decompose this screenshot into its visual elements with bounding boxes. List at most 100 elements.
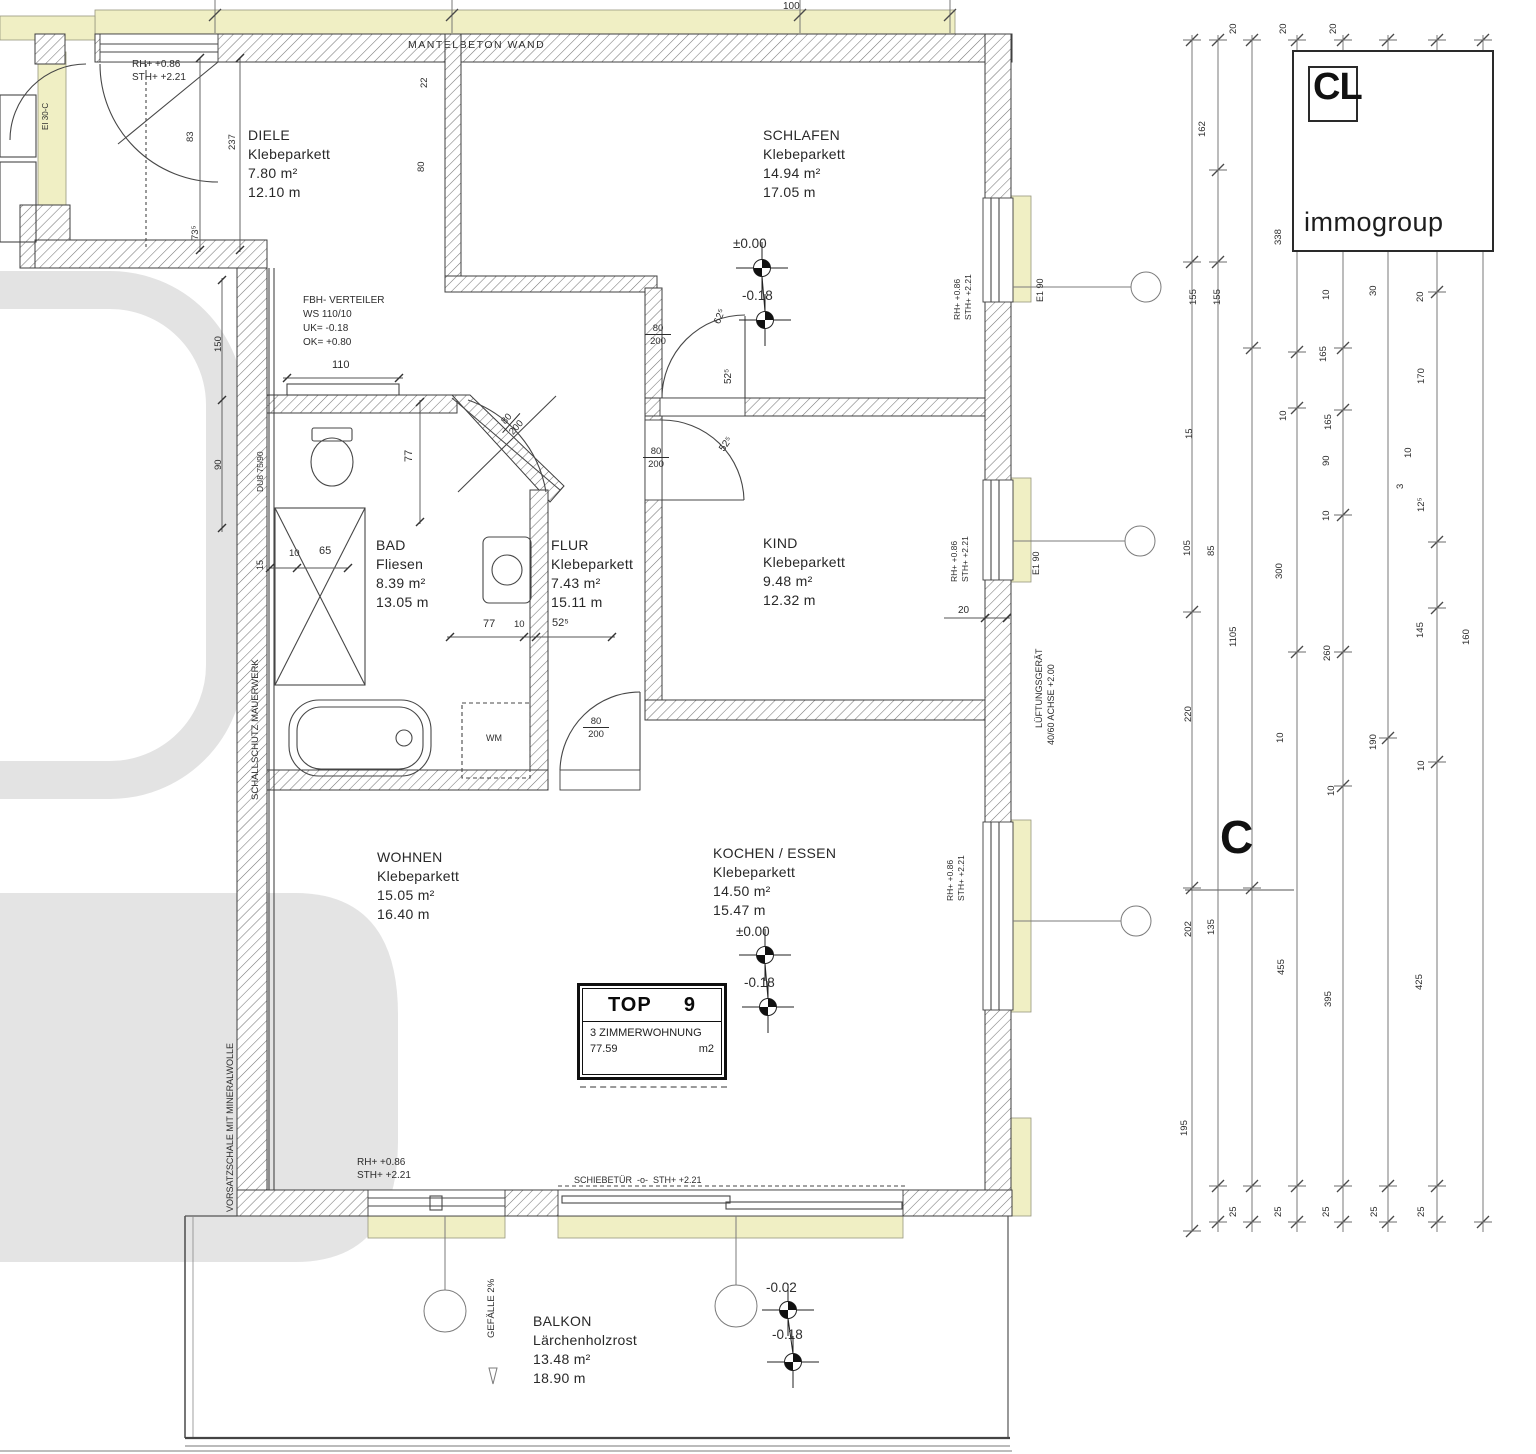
dim-label: 150	[213, 336, 224, 352]
dim-label: 90	[213, 459, 224, 470]
dim-label: 25	[1228, 1206, 1239, 1217]
slope-note: GEFÄLLE 2%	[486, 1278, 497, 1338]
window-note: STH+ +2.21	[963, 274, 973, 320]
dim-label: 170	[1416, 368, 1427, 384]
dim-label: 100	[783, 1, 800, 12]
dim-label: 77	[483, 618, 496, 630]
room-label-diele: DIELE Klebeparkett 7.80 m² 12.10 m	[248, 127, 331, 200]
dim-label: 10	[1321, 289, 1332, 300]
door-note: RH+ +0.86	[132, 59, 181, 70]
dim-label: 77	[403, 449, 415, 462]
window-note: STH+ +2.21	[960, 536, 970, 582]
dim-label: 145	[1415, 622, 1426, 638]
dim-label: 52⁵	[723, 368, 734, 384]
level-markers	[735, 241, 820, 1389]
level-mark: -0.02	[766, 1280, 797, 1295]
dim-label: 10	[514, 619, 525, 630]
wall-note-mantelbeton: MANTELBETON WAND	[408, 39, 546, 51]
dim-label: 10	[1416, 760, 1427, 771]
dim-label: E1 90	[1035, 278, 1045, 302]
dim-label: 455	[1276, 959, 1287, 975]
window-note: RH+ +0.86	[952, 278, 962, 320]
dim-label: 20	[1415, 291, 1426, 302]
dim-label: 202	[1183, 921, 1194, 937]
dim-label: 20	[1328, 23, 1339, 34]
sliding-door-note: SCHIEBETÜR -o- STH+ +2.21	[574, 1175, 702, 1185]
dim-label: 90	[1321, 455, 1332, 466]
window-frames	[100, 43, 1000, 1211]
fbh-note: FBH- VERTEILER	[303, 295, 385, 306]
shower-note: DU8 75/90	[255, 451, 265, 492]
wall-note: SCHALLSCHUTZ MAUERWERK	[250, 659, 261, 800]
dim-label: 25	[1416, 1206, 1427, 1217]
logo-mark-box	[1308, 66, 1358, 122]
dim-label: 395	[1323, 991, 1334, 1007]
level-mark: -0.18	[742, 288, 773, 303]
unit-title: TOP 9	[583, 989, 721, 1022]
vent-note: 40/60 ACHSE +2.00	[1046, 664, 1056, 745]
dim-label: 52⁵	[552, 617, 569, 629]
dim-label: 15	[255, 559, 265, 570]
dim-label: 25	[1321, 1206, 1332, 1217]
dim-label: 22	[419, 77, 430, 88]
dim-label: 25	[1369, 1206, 1380, 1217]
leader-circles	[423, 271, 1162, 1385]
dimension-lines	[195, 53, 1294, 891]
dim-label: 10	[1403, 447, 1414, 458]
dim-label: 220	[1183, 706, 1194, 722]
bathroom-fixtures	[0, 94, 532, 779]
level-mark: -0.18	[772, 1327, 803, 1342]
dim-label: 195	[1179, 1120, 1190, 1136]
fbh-note: UK= -0.18	[303, 323, 349, 334]
dim-label: 10	[1326, 785, 1337, 796]
dim-label: 10	[1275, 732, 1286, 743]
dim-label: 260	[1322, 645, 1333, 661]
window-note: RH+ +0.86	[945, 859, 955, 901]
dim-label: 15	[1184, 428, 1195, 439]
room-label-bad: BAD Fliesen 8.39 m² 13.05 m	[376, 537, 429, 610]
fbh-note: OK= +0.80	[303, 337, 352, 348]
room-label-kind: KIND Klebeparkett 9.48 m² 12.32 m	[763, 535, 846, 608]
unit-type: 3 ZIMMERWOHNUNG	[590, 1027, 702, 1039]
room-label-flur: FLUR Klebeparkett 7.43 m² 15.11 m	[551, 537, 634, 610]
dim-label: 425	[1414, 974, 1425, 990]
door-note: RH+ +0.86	[357, 1157, 406, 1168]
unit-area-unit: m2	[698, 1043, 714, 1055]
room-label-schlafen: SCHLAFEN Klebeparkett 14.94 m² 17.05 m	[763, 127, 846, 200]
door-note: STH+ +2.21	[132, 72, 186, 83]
balcony-outline	[0, 1215, 1012, 1452]
watermark-shapes	[0, 271, 398, 1262]
dim-label: 80	[416, 161, 427, 172]
dim-label: 65	[319, 545, 332, 557]
dim-label: 10	[289, 548, 300, 559]
door-swings	[9, 61, 746, 771]
dim-label: E1 90	[1031, 551, 1041, 575]
unit-area-value: 77.59	[590, 1043, 618, 1055]
dim-label: 12⁵	[1416, 497, 1427, 512]
level-mark: ±0.00	[736, 924, 770, 939]
dim-label: 73⁵	[190, 225, 201, 240]
unit-box-dashes	[580, 1086, 727, 1088]
dim-label: 300	[1274, 563, 1285, 579]
washing-machine-label: WM	[486, 733, 502, 743]
dim-label: 165	[1323, 414, 1334, 430]
dim-label: 10	[1278, 410, 1289, 421]
dim-label: 135	[1206, 919, 1217, 935]
dim-label: 20	[1278, 23, 1289, 34]
dim-label: 20	[958, 605, 970, 616]
wall-note: VORSATZSCHALE MIT MINERALWOLLE	[225, 1042, 235, 1212]
dim-label: 25	[1273, 1206, 1284, 1217]
logo-immogroup: CL immogroup	[1292, 50, 1494, 252]
logo-initials: CL	[1313, 66, 1363, 108]
dim-label: 155	[1188, 289, 1199, 305]
logo-company-name: immogroup	[1304, 207, 1444, 237]
dim-label: 110	[332, 359, 350, 371]
fbh-note: WS 110/10	[303, 309, 352, 320]
level-mark: ±0.00	[733, 236, 767, 251]
room-label-balkon: BALKON Lärchenholzrost 13.48 m² 18.90 m	[533, 1313, 638, 1386]
dim-label: 165	[1318, 346, 1329, 362]
